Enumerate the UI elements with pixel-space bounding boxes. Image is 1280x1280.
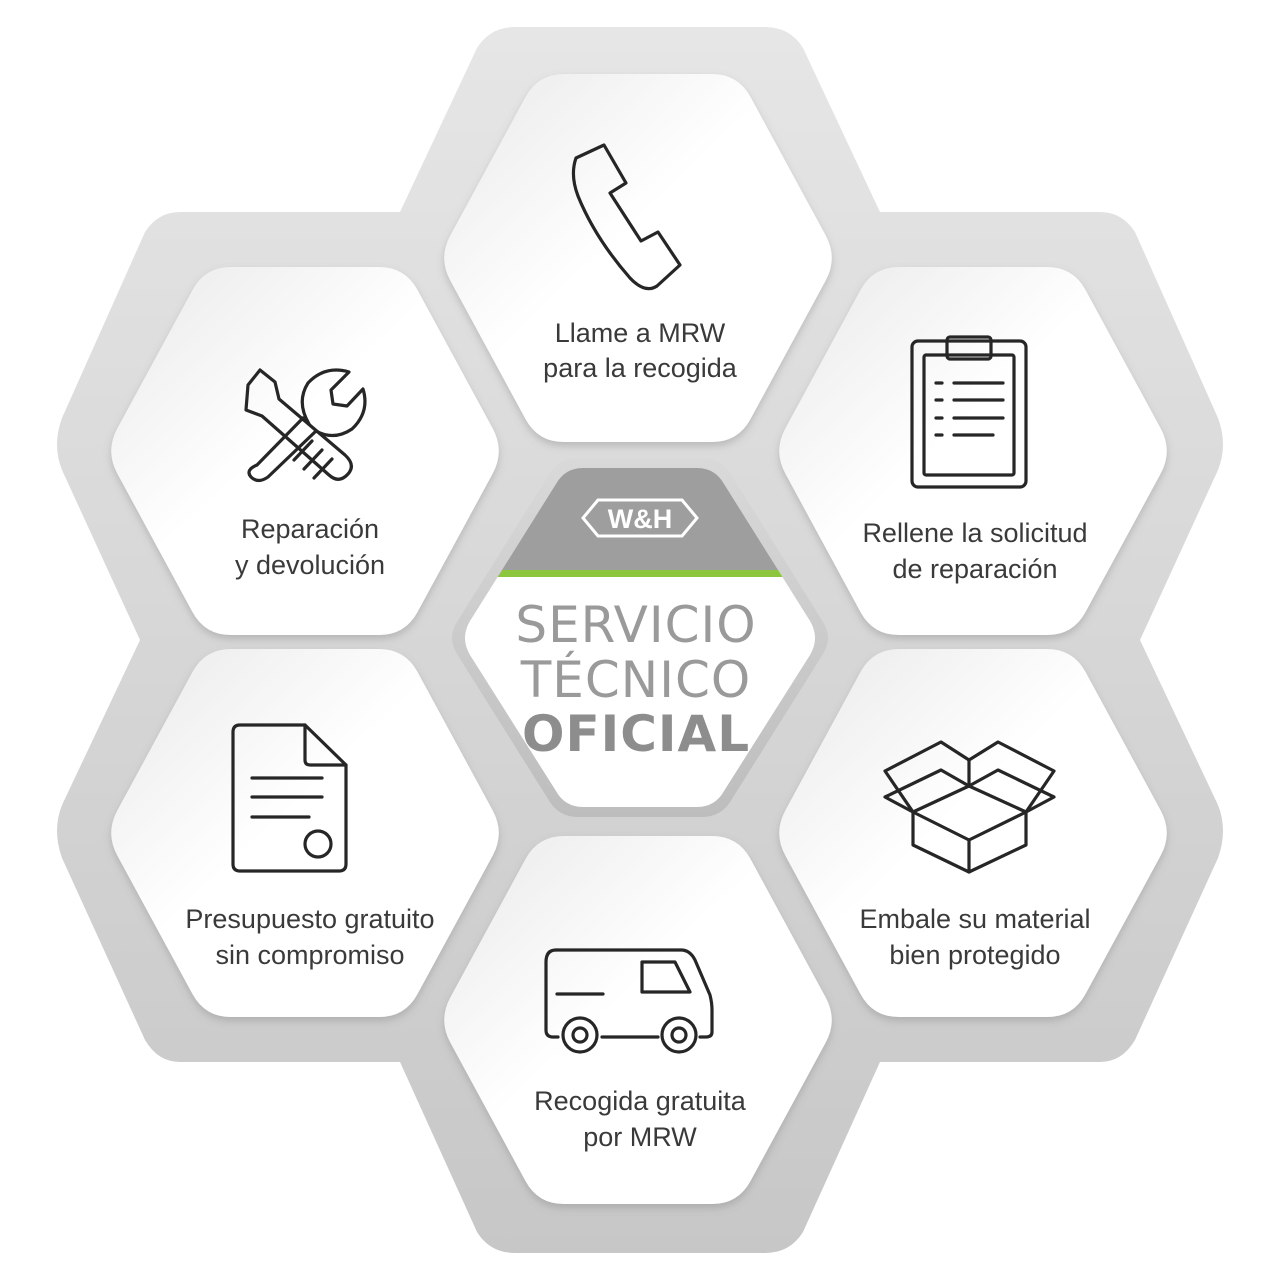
- cell-van: [444, 836, 832, 1204]
- step6-label-line1: Reparación: [241, 514, 379, 544]
- step2-label-line1: Rellene la solicitud: [862, 518, 1087, 548]
- step3-label-line1: Embale su material: [859, 904, 1090, 934]
- step3-label-line2: bien protegido: [889, 940, 1060, 970]
- cell-phone: [444, 74, 832, 442]
- step2-label-line2: de reparación: [892, 554, 1057, 584]
- step5-label-line2: sin compromiso: [215, 940, 404, 970]
- step5-label-line1: Presupuesto gratuito: [185, 904, 434, 934]
- wh-logo: W&H: [581, 498, 699, 538]
- box-icon: [883, 740, 1056, 874]
- logo-text: W&H: [608, 504, 672, 534]
- center-title-line3: OFICIAL: [522, 705, 750, 763]
- cell-document: [111, 649, 499, 1017]
- step6-label-line2: y devolución: [235, 550, 385, 580]
- cell-clipboard: [779, 267, 1167, 635]
- step1-label-line2: para la recogida: [543, 353, 738, 383]
- step4-label-line1: Recogida gratuita: [534, 1086, 747, 1116]
- step4-label-line2: por MRW: [583, 1122, 697, 1152]
- accent-stripe: [465, 570, 815, 577]
- phone-icon: [571, 143, 682, 291]
- step1-label-line1: Llame a MRW: [555, 318, 726, 348]
- document-icon: [231, 723, 348, 873]
- hex-cells: [111, 74, 1167, 1204]
- van-icon: [544, 948, 714, 1054]
- clipboard-icon: [910, 335, 1028, 489]
- tools-icon: [244, 368, 367, 483]
- center-title-line1: SERVICIO: [515, 596, 756, 654]
- cell-tools: [111, 267, 499, 635]
- cell-box: [779, 649, 1167, 1017]
- center-title-line2: TÉCNICO: [520, 650, 751, 709]
